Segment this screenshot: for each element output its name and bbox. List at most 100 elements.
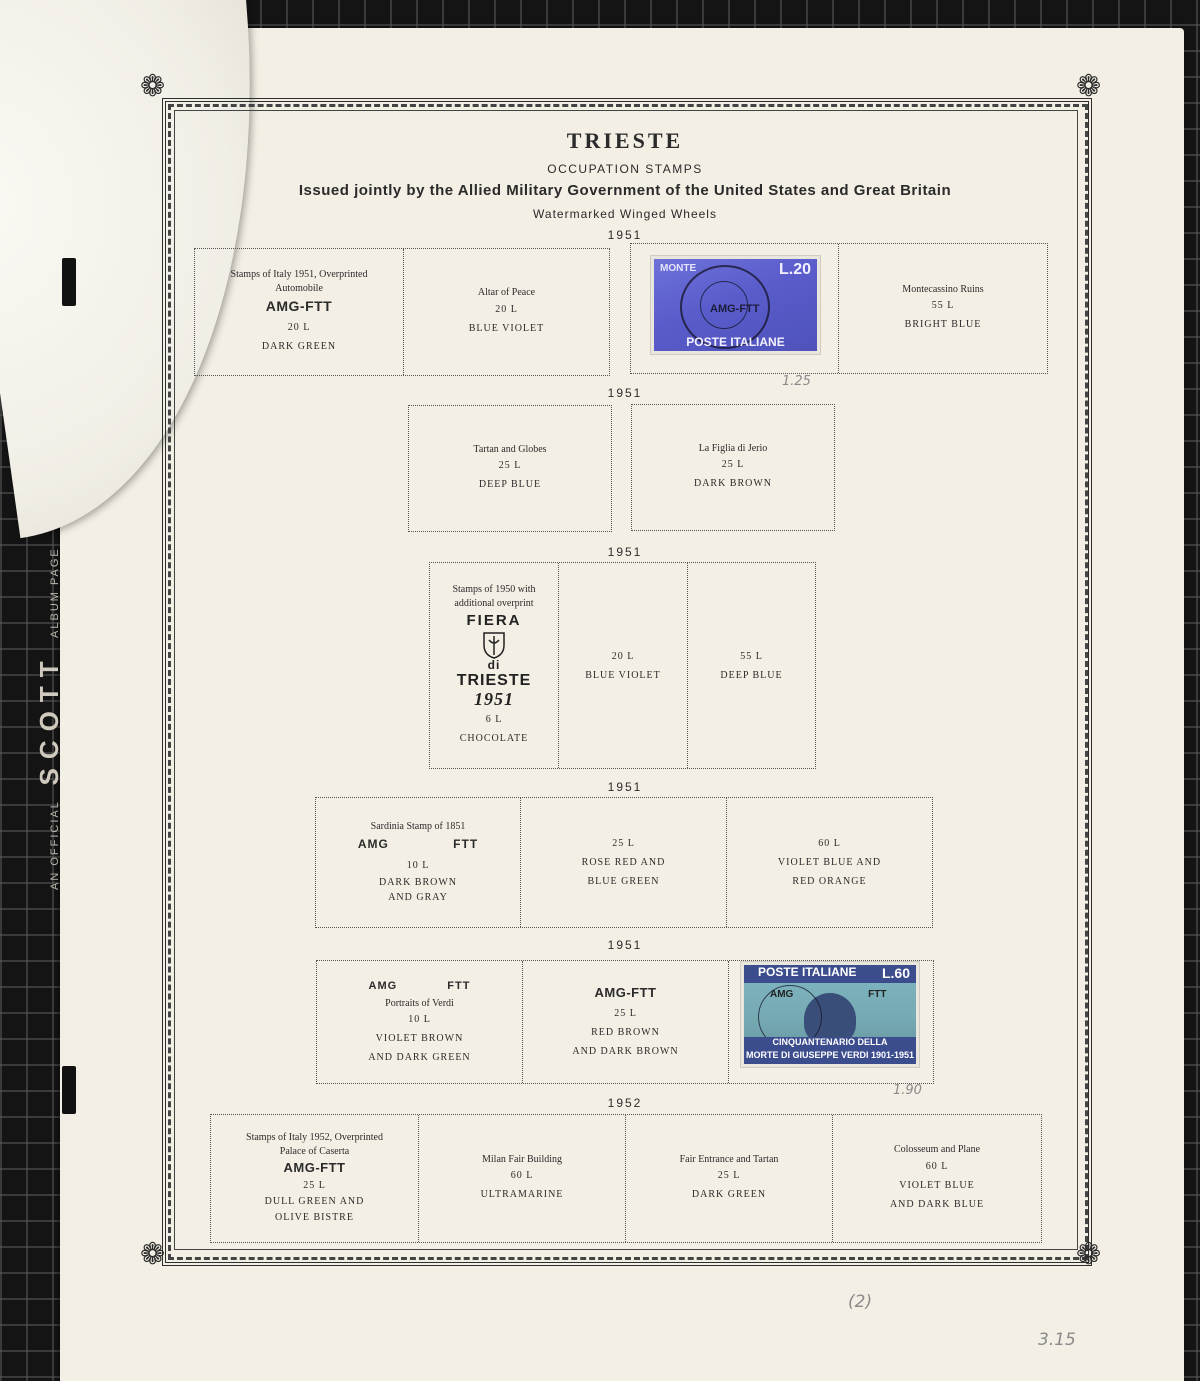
stamp-inscription: CINQUANTENARIO DELLA [744,1037,916,1050]
stamp-value: 25 L [303,1179,326,1191]
stamp-color: DARK GREEN [691,1189,767,1201]
corner-ornament-icon: ❁ [1076,69,1102,104]
stamp-description: Sardinia Stamp of 1851 [370,821,466,833]
stamp-row: Montecassino Ruins 55 L BRIGHT BLUE [630,243,1048,374]
stamp-space: La Figlia di Jerio 25 L DARK BROWN [632,405,834,530]
page-frame-inner [174,110,1078,1250]
stamp-color: BRIGHT BLUE [904,319,982,331]
stamp-description: Stamps of Italy 1951, Overprinted Automo… [230,269,368,294]
pencil-price-note: 1.90 [893,1083,922,1098]
stamp-value: 20 L [495,303,518,315]
stamp-color: AND DARK BROWN [572,1045,679,1057]
corner-ornament-icon: ❁ [140,69,166,104]
stamp-color: BLUE VIOLET [468,322,545,334]
stamp-space: Stamps of 1950 with additional overprint… [430,563,559,768]
mounted-stamp-montecassino: MONTE L.20 AMG-FTT POSTE ITALIANE [650,255,821,355]
page-title: TRIESTE [566,128,684,153]
stamp-description: Stamps of Italy 1952, Overprinted [246,1132,383,1144]
stamp-color: BLUE VIOLET [585,669,661,681]
stamp-color: BLUE GREEN [587,876,660,887]
postmark-icon [680,265,770,349]
stamp-color: VIOLET BROWN [375,1033,464,1045]
stamp-value: 55 L [931,300,955,312]
scott-side-label: AN OFFICIAL SCOTT ALBUM PAGE [34,547,65,890]
stamp-color: AND GRAY [388,891,448,903]
stamp-value: 55 L [740,650,763,662]
fiera-overprint: di [487,658,501,672]
stamp-row: Stamps of Italy 1952, Overprinted Palace… [210,1114,1042,1243]
stamp-description: Altar of Peace [477,287,536,299]
stamp-value: 20 L [287,321,311,333]
stamp-description: La Figlia di Jerio [698,442,768,454]
stamp-color: VIOLET BLUE AND [777,857,882,868]
watermark-note: Watermarked Winged Wheels [533,207,717,221]
stamp-color: DARK BROWN [378,876,458,888]
page-subtitle: OCCUPATION STAMPS [547,162,703,176]
stamp-description: Milan Fair Building [482,1153,562,1165]
stamp-value: 25 L [717,1170,741,1182]
stamp-description: Fair Entrance and Tartan [679,1153,779,1165]
stamp-value: 20 L [611,650,635,662]
stamp-color: ULTRAMARINE [480,1189,564,1201]
year-heading: 1951 [607,545,643,559]
stamp-space-filled [631,244,839,373]
year-heading: 1951 [607,228,643,242]
stamp-inscription: POSTE ITALIANE [744,965,916,983]
stamp-row: La Figlia di Jerio 25 L DARK BROWN [631,404,835,531]
stamp-space: Tartan and Globes 25 L DEEP BLUE [409,406,611,531]
stamp-row: Tartan and Globes 25 L DEEP BLUE [408,405,612,532]
stamp-color: DEEP BLUE [478,479,542,491]
pencil-total-note: 3.15 [1038,1330,1076,1350]
stamp-color: CHOCOLATE [459,732,529,744]
fiera-overprint: FIERA [466,612,522,629]
stamp-space: 55 L DEEP BLUE [688,563,815,768]
pencil-price-note: 1.25 [782,374,811,389]
stamp-row: Sardinia Stamp of 1851 AMG FTT 10 L DARK… [315,797,933,928]
stamp-description: Stamps of 1950 with additional overprint [452,584,536,609]
halberd-shield-icon [483,632,505,659]
stamp-description: Palace of Caserta [279,1145,350,1157]
stamp-denomination: L.60 [881,965,910,981]
fiera-overprint: TRIESTE [456,672,532,689]
pencil-page-number: (2) [848,1292,873,1312]
stamp-color: AND DARK GREEN [368,1052,471,1064]
year-heading: 1951 [607,386,643,400]
stamp-space: 20 L BLUE VIOLET [559,563,688,768]
overprint-sample: AMG-FTT [265,298,333,315]
stamp-description: Portraits of Verdi [385,997,454,1009]
side-text-right: ALBUM PAGE [49,547,61,638]
stamp-value: 6 L [485,713,503,725]
stamp-description: Colosseum and Plane [893,1144,981,1156]
stamp-row: AMG FTT Portraits of Verdi 10 L VIOLET B… [316,960,934,1084]
stamp-value: 60 L [510,1170,534,1182]
stamp-space: Altar of Peace 20 L BLUE VIOLET [404,249,609,375]
stamp-color: RED ORANGE [792,876,867,887]
stamp-row: Stamps of 1950 with additional overprint… [429,562,816,769]
stamp-description: Montecassino Ruins [902,283,984,295]
stamp-color: DULL GREEN AND [264,1195,365,1207]
fiera-overprint: 1951 [474,689,514,710]
issuer-heading: Issued jointly by the Allied Military Go… [298,182,952,199]
stamp-space: Fair Entrance and Tartan 25 L DARK GREEN [626,1115,833,1242]
corner-ornament-icon: ❁ [140,1237,166,1272]
overprint-sample: AMG-FTT [594,985,657,1001]
binder-hole [62,258,76,306]
stamp-space: Montecassino Ruins 55 L BRIGHT BLUE [839,244,1047,373]
binder-hole [62,1066,76,1114]
stamp-description: Tartan and Globes [473,443,547,455]
stamp-color: OLIVE BISTRE [275,1211,354,1223]
stamp-value: 60 L [818,838,841,849]
side-text-left: AN OFFICIAL [49,800,61,890]
stamp-value: 25 L [498,460,522,472]
stamp-space: Sardinia Stamp of 1851 AMG FTT 10 L DARK… [316,798,521,927]
stamp-color: AND DARK BLUE [889,1198,985,1210]
stamp-denomination: L.20 [778,261,811,278]
corner-ornament-icon: ❁ [1076,1237,1102,1272]
stamp-color: DARK BROWN [693,478,773,490]
stamp-color: RED BROWN [591,1026,660,1038]
year-heading: 1951 [607,938,643,952]
scott-brand: SCOTT [34,652,64,786]
stamp-value: 25 L [614,1007,637,1019]
stamp-value: 10 L [408,1014,431,1026]
stamp-space: AMG-FTT 25 L RED BROWN AND DARK BROWN [523,961,729,1083]
